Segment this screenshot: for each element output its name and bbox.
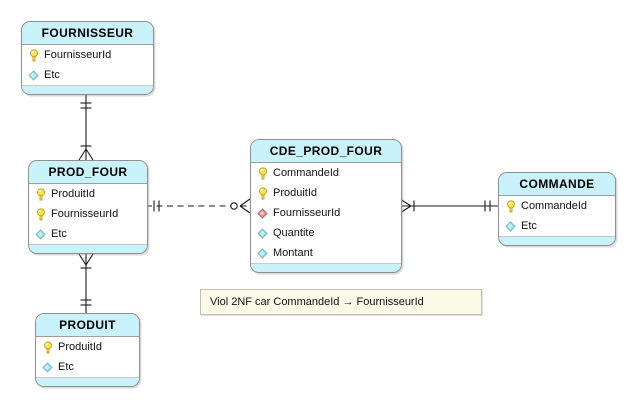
key-icon <box>35 207 46 221</box>
entity-title: PRODUIT <box>36 314 139 337</box>
column-row[interactable]: Etc <box>36 357 139 377</box>
entity-footer <box>499 236 615 245</box>
column-label: FournisseurId <box>44 49 112 61</box>
entity-title: COMMANDE <box>499 173 615 196</box>
column-row[interactable]: CommandeId <box>251 163 401 183</box>
column-label: CommandeId <box>521 200 588 212</box>
column-row[interactable]: ProduitId <box>251 183 401 203</box>
attribute-icon <box>42 361 53 373</box>
column-label: Quantite <box>273 227 315 239</box>
column-row[interactable]: Etc <box>499 216 615 236</box>
column-label: ProduitId <box>273 187 318 199</box>
column-label: Etc <box>51 228 67 240</box>
entity-title: PROD_FOUR <box>29 161 147 184</box>
attribute-icon <box>257 247 268 259</box>
column-row[interactable]: FournisseurId <box>251 203 401 223</box>
entity-title: FOURNISSEUR <box>22 22 153 45</box>
column-label: Montant <box>273 247 313 259</box>
relationship-produit-prod-four[interactable] <box>78 253 94 313</box>
entity-footer <box>251 263 401 272</box>
column-row[interactable]: FournisseurId <box>22 45 153 65</box>
note-viol-2nf[interactable]: Viol 2NF car CommandeId → FournisseurId <box>200 289 482 315</box>
column-row[interactable]: Etc <box>29 224 147 244</box>
key-icon <box>505 199 516 213</box>
attribute-icon <box>35 228 46 240</box>
column-label: FournisseurId <box>273 207 341 219</box>
attribute-icon <box>28 69 39 81</box>
entity-footer <box>36 377 139 386</box>
attribute-icon <box>257 227 268 239</box>
column-row[interactable]: CommandeId <box>499 196 615 216</box>
relationship-prod-four-cde-prod-four[interactable] <box>146 198 251 214</box>
key-icon <box>35 187 46 201</box>
relationship-fournisseur-prod-four[interactable] <box>78 95 94 161</box>
entity-footer <box>29 244 147 253</box>
column-row[interactable]: FournisseurId <box>29 204 147 224</box>
column-label: FournisseurId <box>51 208 119 220</box>
column-row[interactable]: Montant <box>251 243 401 263</box>
column-label: ProduitId <box>58 341 103 353</box>
relationship-cde-prod-four-commande[interactable] <box>399 198 498 214</box>
column-label: CommandeId <box>273 167 340 179</box>
entity-title: CDE_PROD_FOUR <box>251 140 401 163</box>
column-label: Etc <box>58 361 74 373</box>
key-icon <box>42 340 53 354</box>
column-label: Etc <box>44 69 60 81</box>
column-label: Etc <box>521 220 537 232</box>
key-icon <box>28 48 39 62</box>
attribute-icon <box>505 220 516 232</box>
column-label: ProduitId <box>51 188 96 200</box>
fk-attribute-icon <box>257 207 268 219</box>
column-row[interactable]: ProduitId <box>29 184 147 204</box>
key-icon <box>257 186 268 200</box>
column-row[interactable]: ProduitId <box>36 337 139 357</box>
column-row[interactable]: Etc <box>22 65 153 85</box>
column-row[interactable]: Quantite <box>251 223 401 243</box>
entity-footer <box>22 85 153 94</box>
key-icon <box>257 166 268 180</box>
